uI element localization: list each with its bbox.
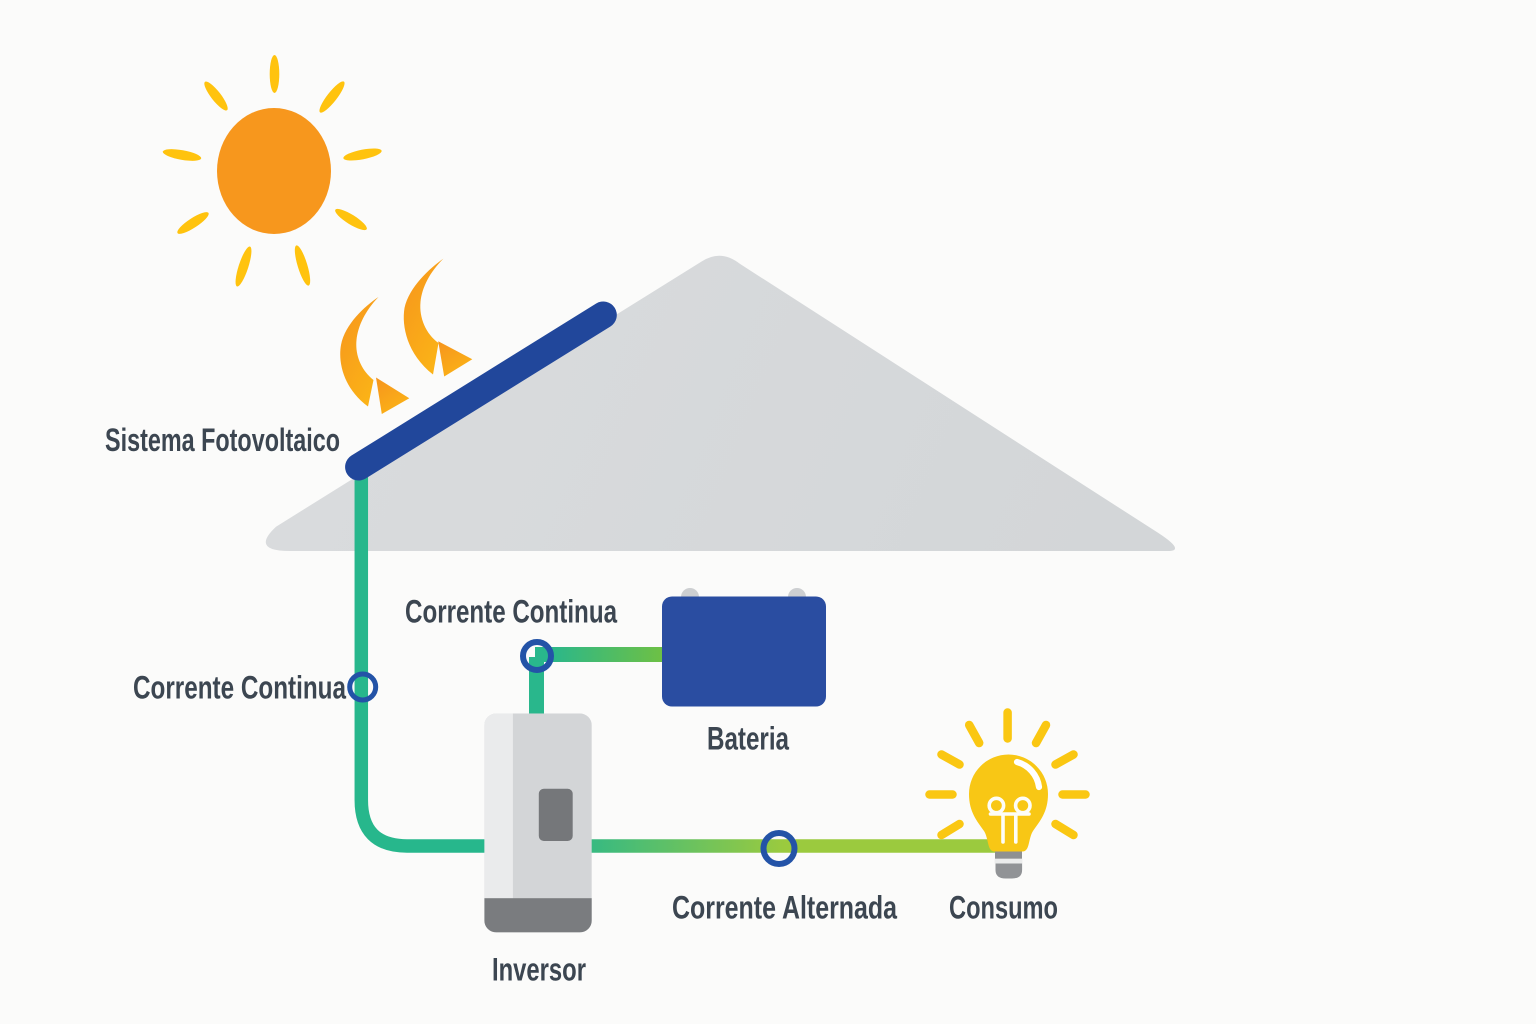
svg-text:Corrente Alternada: Corrente Alternada xyxy=(672,890,897,926)
svg-text:Corrente Continua: Corrente Continua xyxy=(405,594,617,630)
svg-text:Bateria: Bateria xyxy=(707,721,789,757)
svg-text:Consumo: Consumo xyxy=(949,890,1058,926)
svg-text:Corrente Continua: Corrente Continua xyxy=(133,670,346,706)
svg-text:Sistema Fotovoltaico: Sistema Fotovoltaico xyxy=(105,422,340,458)
svg-text:Inversor: Inversor xyxy=(492,952,586,988)
